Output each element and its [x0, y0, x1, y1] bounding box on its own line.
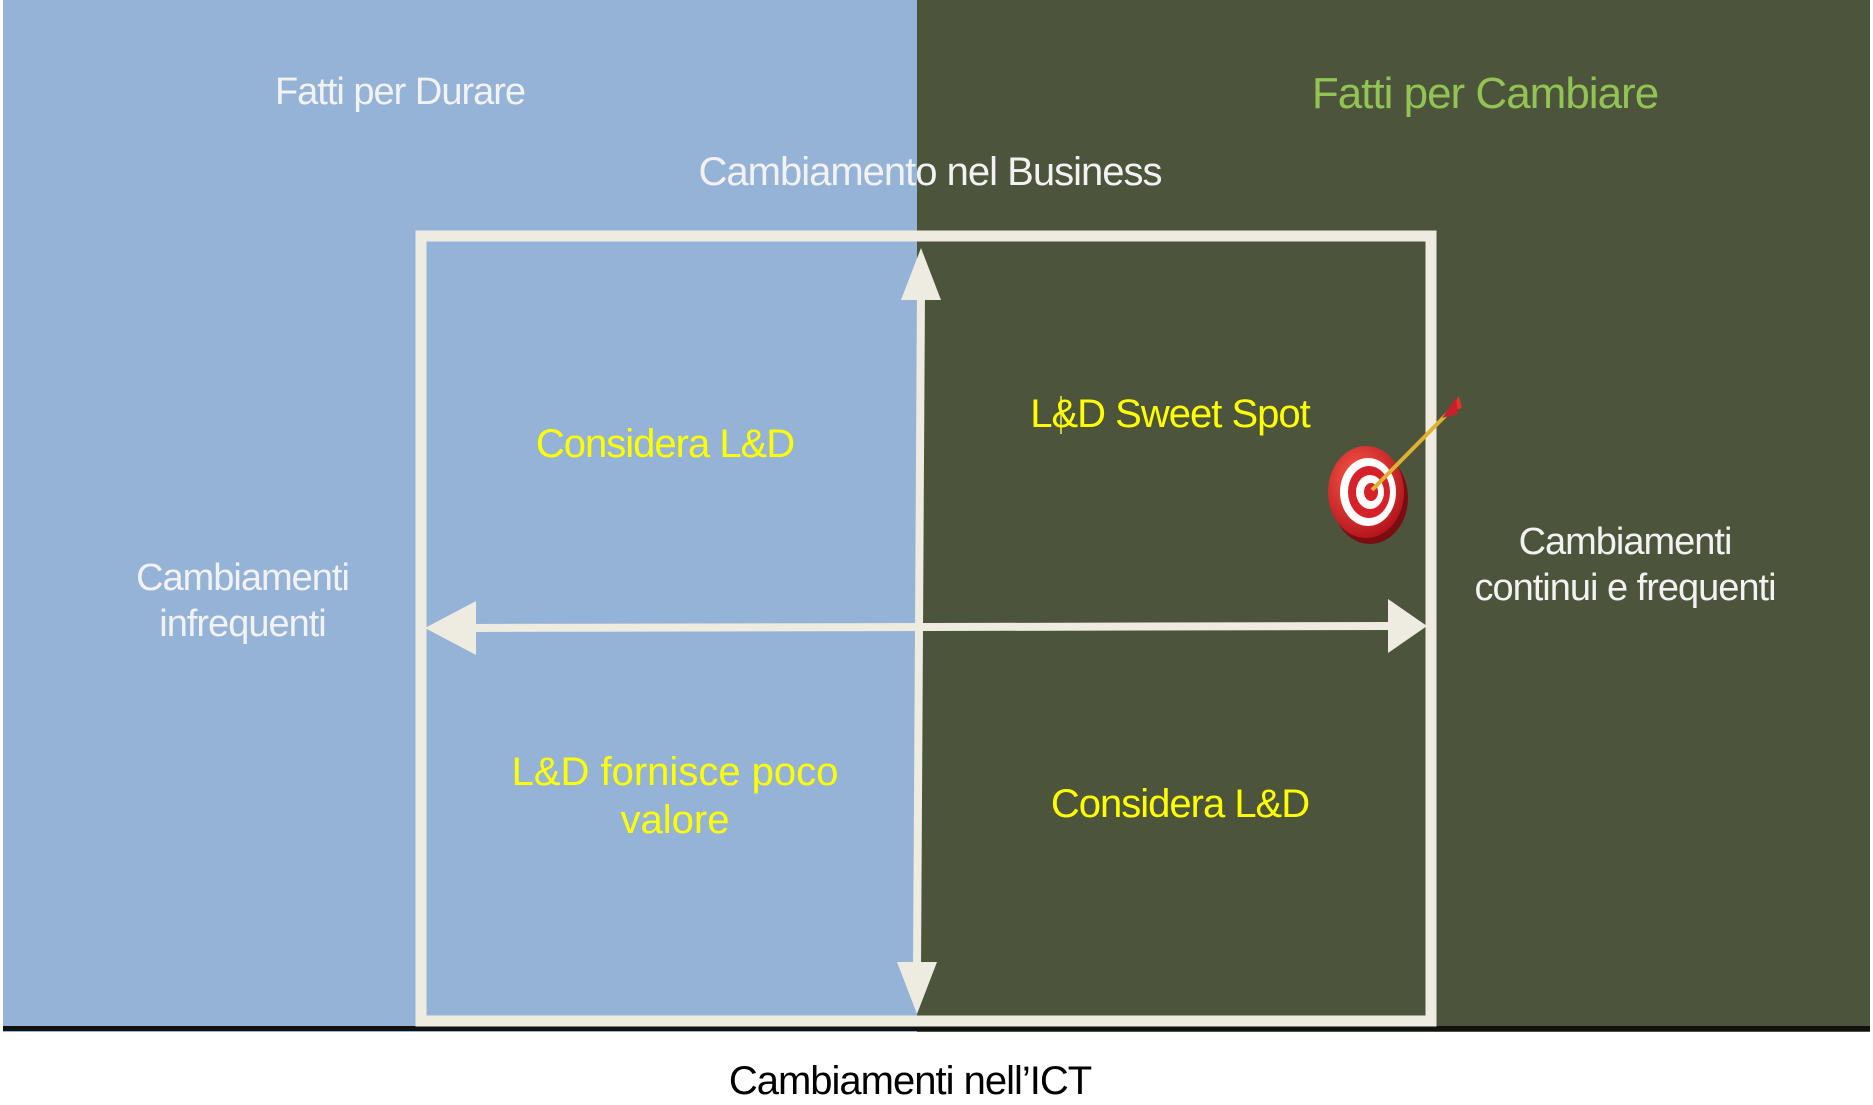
- quadrant-top-left-label: Considera L&D: [535, 422, 795, 466]
- horizontal-axis-arrow-left: [425, 601, 476, 655]
- text-cursor-mark: [1060, 396, 1062, 434]
- axis-label-business-change: Cambiamento nel Business: [698, 150, 1163, 194]
- vertical-axis-arrow-up: [901, 248, 941, 300]
- axis-label-ict-changes: Cambiamenti nell’ICT: [728, 1059, 1092, 1103]
- axis-label-frequent-changes: Cambiamenti continui e frequenti: [1474, 521, 1776, 609]
- panel-fatti-per-durare: [3, 0, 917, 1032]
- horizontal-axis-line: [469, 622, 1391, 632]
- bullseye-target-icon: [1328, 396, 1462, 544]
- axis-label-infrequent-changes: Cambiamenti infrequenti: [136, 557, 350, 645]
- title-fatti-per-durare: Fatti per Durare: [274, 71, 526, 113]
- title-fatti-per-cambiare: Fatti per Cambiare: [1311, 69, 1659, 118]
- quadrant-top-right-label: L&D Sweet Spot: [1030, 392, 1311, 436]
- quadrant-frame: [415, 230, 1437, 1027]
- vertical-axis-arrow-down: [897, 962, 937, 1014]
- quadrant-bottom-left-label: L&D fornisce poco valore: [511, 750, 839, 842]
- horizontal-axis-arrow-right: [1388, 599, 1427, 653]
- quadrant-bottom-right-label: Considera L&D: [1050, 782, 1310, 826]
- baseline-divider: [3, 1026, 1870, 1031]
